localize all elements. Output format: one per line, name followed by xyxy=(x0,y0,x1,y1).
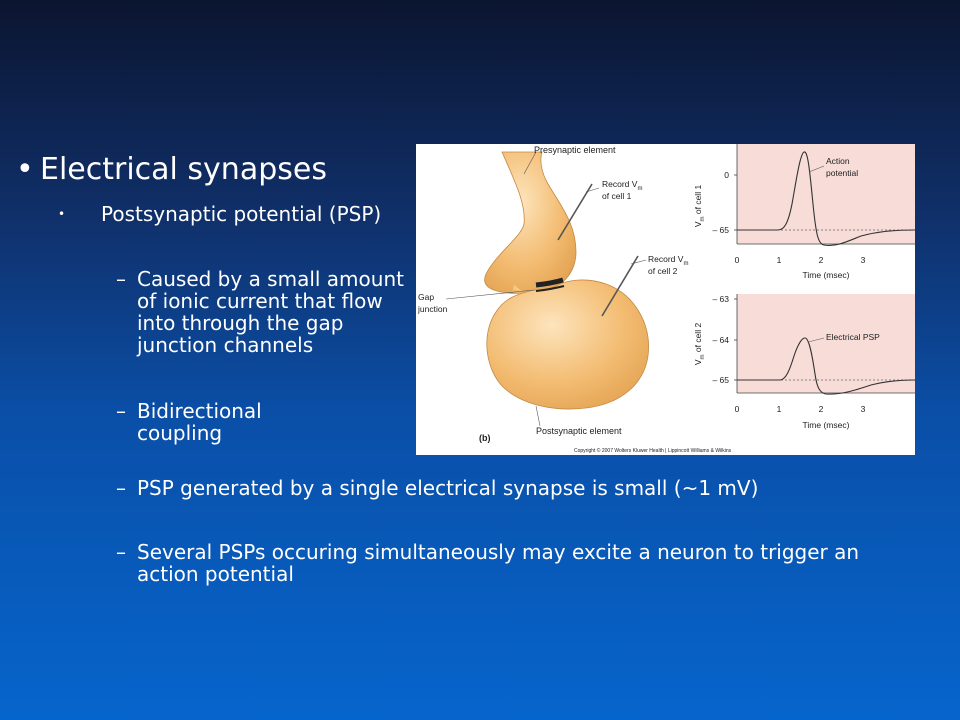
label-panel: (b) xyxy=(479,433,491,443)
top-plot-action-potential-trace xyxy=(737,151,915,246)
top-plot-ytick-label-65: – 65 xyxy=(712,225,729,235)
top-plot-ylabel-rest: of cell 1 xyxy=(693,185,703,217)
gap-junction-line-icon xyxy=(535,285,565,292)
top-plot-xtick-label-2: 2 xyxy=(819,255,824,265)
bottom-plot-ytick-label-63: – 63 xyxy=(712,294,729,304)
dash-icon: – xyxy=(116,476,126,500)
bottom-plot-xtick-label-3: 3 xyxy=(861,404,866,414)
bullet-sub-text: Postsynaptic potential (PSP) xyxy=(101,202,382,226)
label-gap-line2: junction xyxy=(417,304,448,314)
label-copyright: Copyright © 2007 Wolters Kluwer Health |… xyxy=(574,447,732,454)
gap-junction-icon xyxy=(535,277,564,288)
top-plot-annotation-line1: Action xyxy=(826,156,850,166)
bottom-plot-annotation-leader xyxy=(807,337,825,343)
electrical-synapse-figure: Presynaptic element Record Vm of cell 1 … xyxy=(416,144,915,455)
label-record1-sub: m xyxy=(637,186,642,192)
bullet-dot-icon: • xyxy=(16,152,34,187)
leader-record1 xyxy=(585,187,600,193)
electrode-cell2-icon xyxy=(601,255,639,317)
top-plot-ylabel: Vm of cell 1 xyxy=(693,185,706,228)
label-record2: Record Vm xyxy=(648,254,688,267)
bottom-plot-xtick-label-1: 1 xyxy=(777,404,782,414)
label-record1: Record Vm xyxy=(602,179,642,192)
bottom-plot-ylabel: Vm of cell 2 xyxy=(693,323,706,366)
label-record2-main: Record V xyxy=(648,254,684,264)
leader-gap xyxy=(445,289,535,300)
top-plot-xtick-label-3: 3 xyxy=(861,255,866,265)
bottom-plot-ytick-label-65: – 65 xyxy=(712,375,729,385)
dash-icon: – xyxy=(116,267,126,291)
top-plot-xlabel: Time (msec) xyxy=(803,270,850,280)
dash-item-text: PSP generated by a single electrical syn… xyxy=(137,476,759,500)
top-plot-ylabel-sub: m xyxy=(700,216,706,221)
top-plot-annotation-line2: potential xyxy=(826,168,858,178)
dash-item-text: Bidirectional coupling xyxy=(137,399,262,445)
bottom-plot-ytick-label-64: – 64 xyxy=(712,335,729,345)
label-record1-main: Record V xyxy=(602,179,638,189)
leader-presynaptic xyxy=(523,151,537,175)
dash-item-text: Several PSPs occuring simultaneously may… xyxy=(137,540,860,586)
dash-icon: – xyxy=(116,399,126,423)
label-gap: Gap xyxy=(418,292,434,302)
postsynaptic-cell-shape xyxy=(486,279,649,410)
bottom-plot-xlabel: Time (msec) xyxy=(803,420,850,430)
bottom-plot-electrical-psp-trace xyxy=(737,337,915,395)
presynaptic-cell-shape xyxy=(484,151,577,295)
figure-svg: Presynaptic element Record Vm of cell 1 … xyxy=(417,144,915,454)
top-plot-background xyxy=(737,144,915,244)
top-plot-xtick-label-1: 1 xyxy=(777,255,782,265)
dash-icon: – xyxy=(116,540,126,564)
label-record2-line2: of cell 2 xyxy=(648,266,678,276)
bullet-dot-icon: • xyxy=(58,207,66,221)
label-record2-sub: m xyxy=(683,261,688,267)
bottom-plot-ylabel-main: V xyxy=(693,359,703,365)
top-plot-ytick-label-0: 0 xyxy=(724,170,729,180)
label-postsynaptic: Postsynaptic element xyxy=(536,426,622,436)
top-plot-annotation-leader xyxy=(808,165,825,173)
dash-item-text: Caused by a small amount of ionic curren… xyxy=(137,267,404,357)
label-record1-line2: of cell 1 xyxy=(602,191,632,201)
leader-postsynaptic xyxy=(535,405,541,427)
bottom-plot-annotation: Electrical PSP xyxy=(826,332,880,342)
bottom-plot-ylabel-rest: of cell 2 xyxy=(693,323,703,355)
leader-record2 xyxy=(630,259,647,265)
bullet-main-text: Electrical synapses xyxy=(40,152,327,187)
label-presynaptic: Presynaptic element xyxy=(534,145,616,155)
electrode-cell1-icon xyxy=(557,183,593,241)
bottom-plot-xtick-label-2: 2 xyxy=(819,404,824,414)
top-plot-ylabel-main: V xyxy=(693,221,703,227)
bottom-plot-ylabel-sub: m xyxy=(700,354,706,359)
top-plot-xtick-label-0: 0 xyxy=(735,255,740,265)
bottom-plot-xtick-label-0: 0 xyxy=(735,404,740,414)
bottom-plot-background xyxy=(737,294,915,393)
